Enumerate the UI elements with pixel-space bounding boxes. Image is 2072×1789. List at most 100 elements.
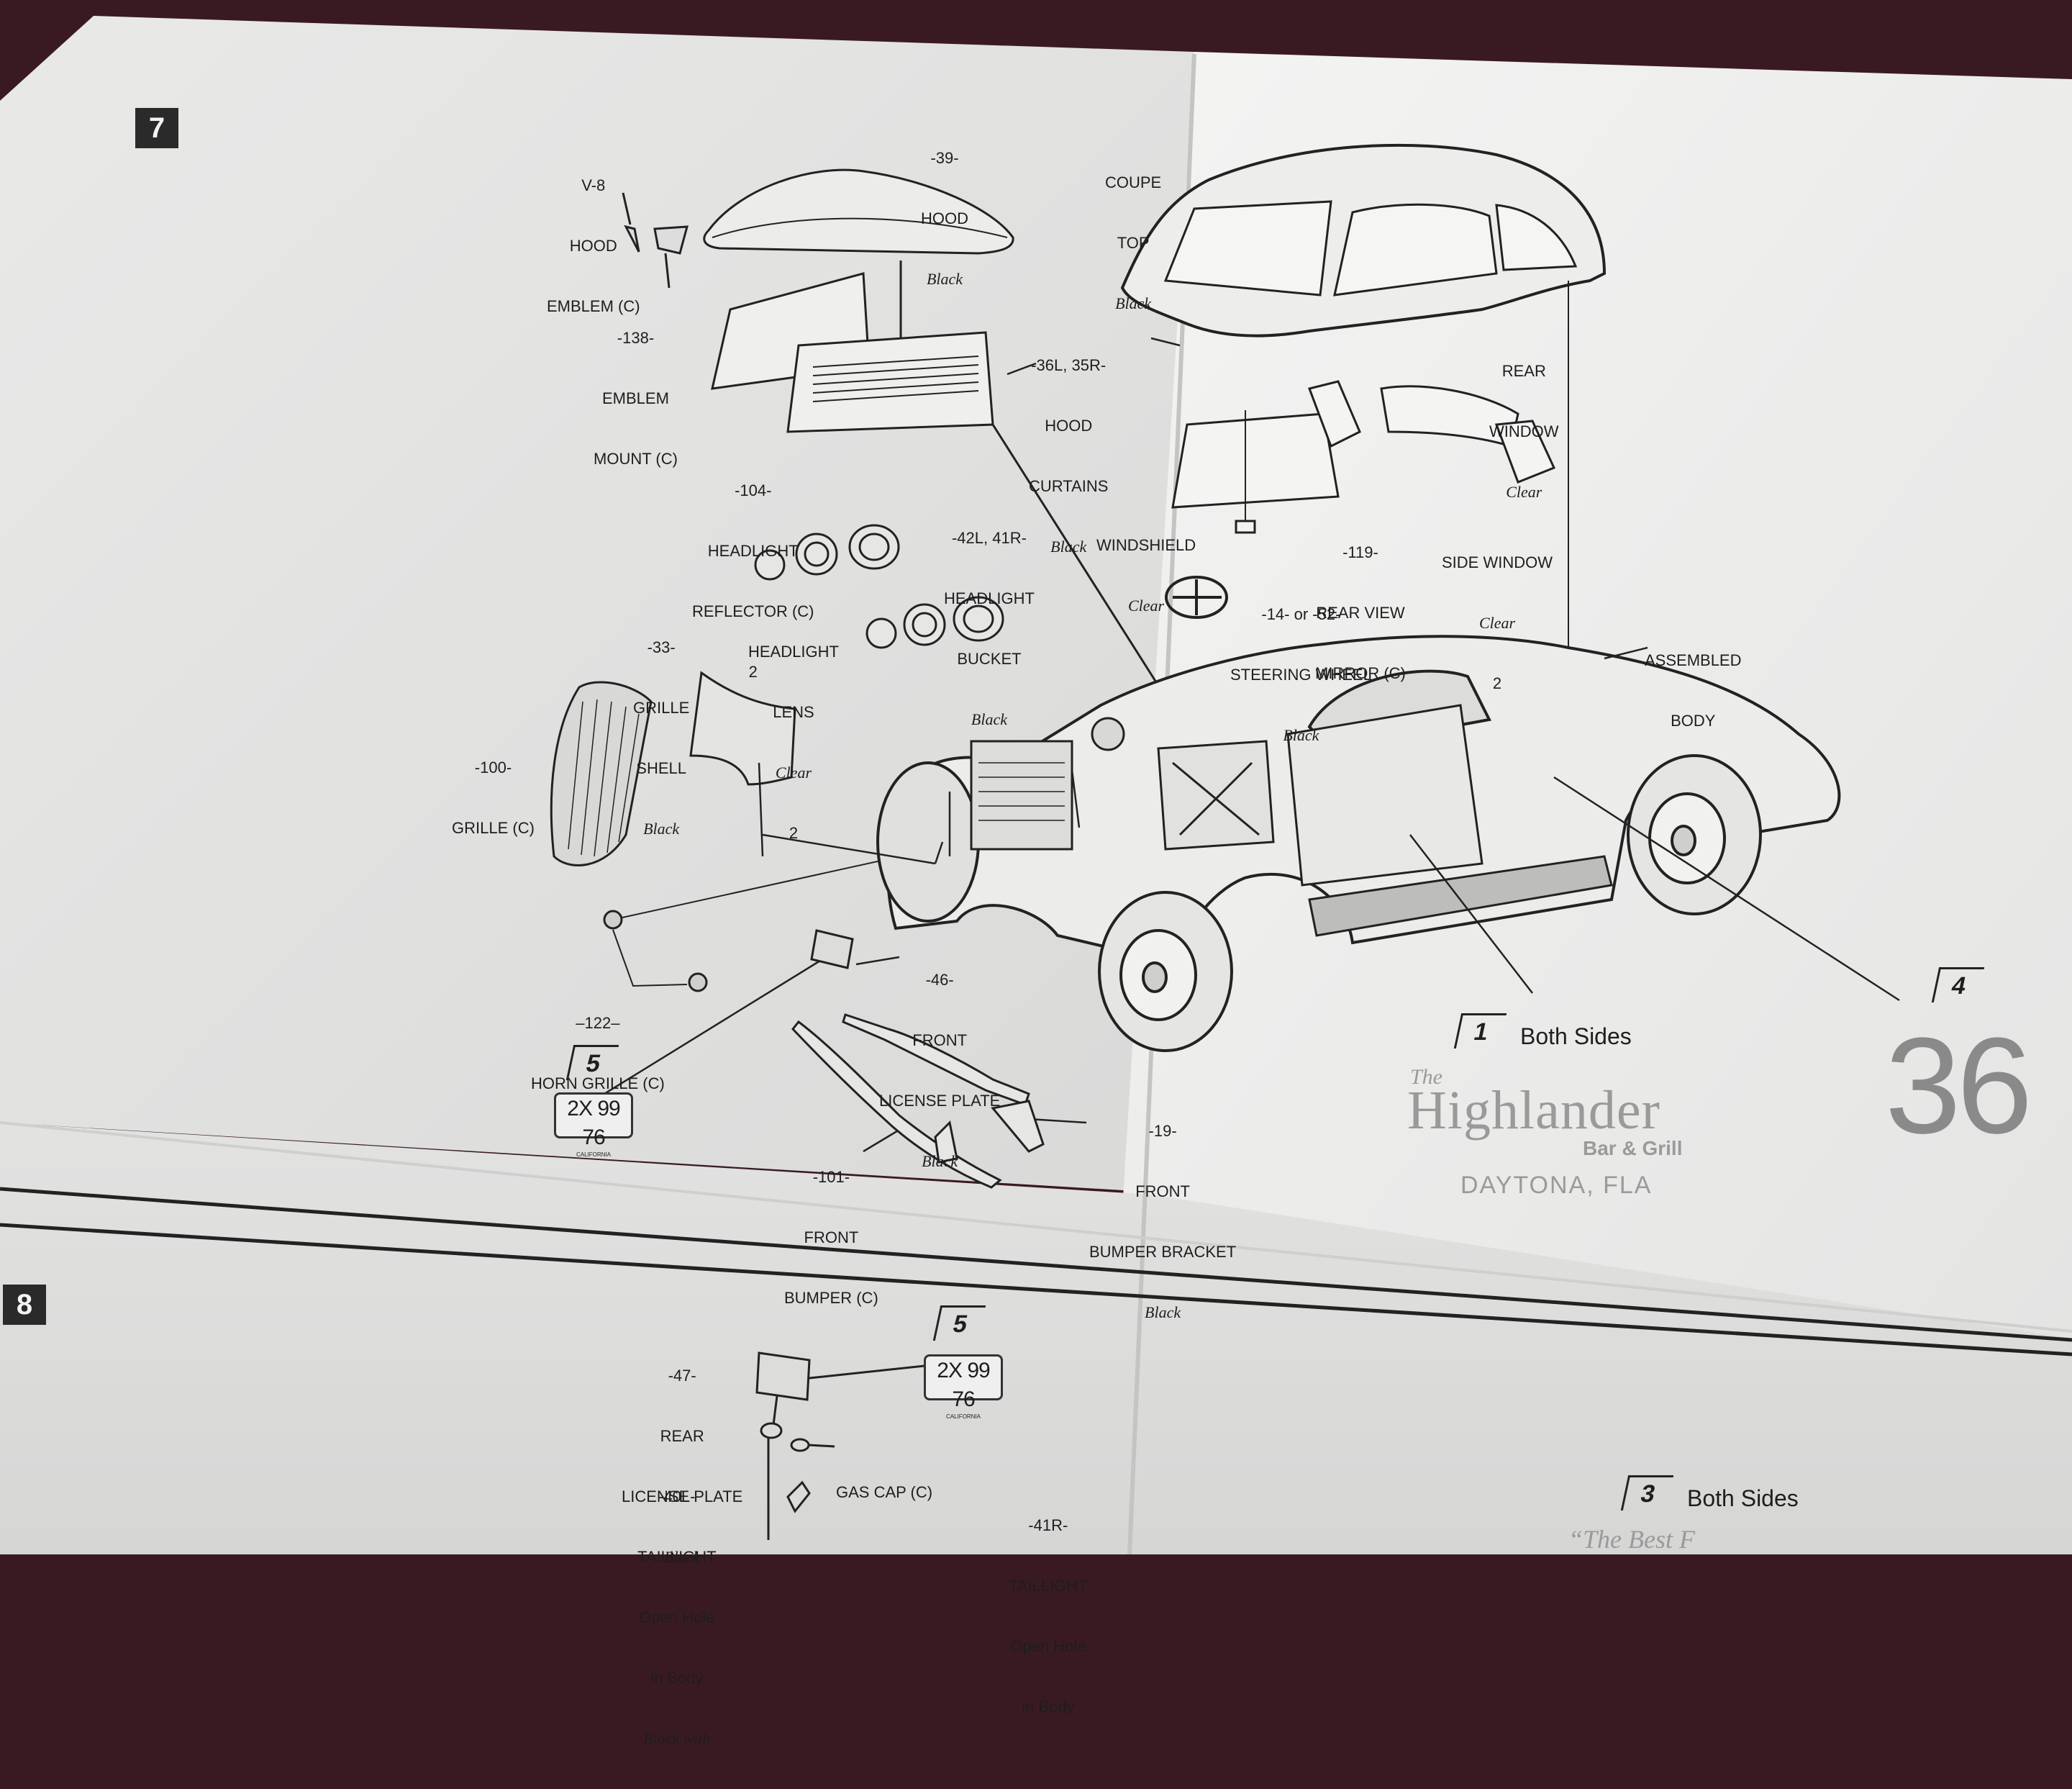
part-name: LICENSE PLATE bbox=[879, 1092, 1001, 1110]
part-color: Clear bbox=[1478, 614, 1516, 632]
grille-shell-drawing bbox=[689, 671, 796, 786]
label-headlight-reflector: -104- HEADLIGHT REFLECTOR (C) 2 bbox=[692, 440, 814, 723]
front-license-drawing bbox=[810, 929, 854, 969]
part-note: Open Hole bbox=[1010, 1637, 1086, 1655]
part-name: HEADLIGHT bbox=[944, 589, 1035, 607]
ref-number: 5 bbox=[565, 1045, 619, 1080]
part-name: REAR bbox=[1501, 362, 1546, 380]
part-note: Open Hole bbox=[639, 1608, 715, 1626]
hood-part-drawing bbox=[703, 168, 1014, 255]
part-color: Black bbox=[1283, 726, 1319, 744]
part-number: -119- bbox=[1342, 543, 1378, 561]
stamp-city: DAYTONA, FLA bbox=[1460, 1172, 1653, 1199]
label-line: EMBLEM (C) bbox=[547, 297, 640, 315]
label-line: HOOD bbox=[569, 237, 617, 255]
part-name: ASSEMBLED bbox=[1645, 651, 1742, 669]
steering-wheel-drawing bbox=[1165, 576, 1228, 619]
instruction-sheet-photo: 7 8 V-8 HOOD EMBLEM (C) -39- HOOD Black … bbox=[0, 16, 2072, 1747]
part-color: Black bbox=[1115, 294, 1152, 312]
label-side-window: SIDE WINDOW Clear 2 bbox=[1442, 512, 1553, 734]
part-number: -39- bbox=[930, 149, 959, 167]
step-number-badge: 8 bbox=[3, 1285, 46, 1325]
part-name: MIRROR (C) bbox=[1315, 664, 1406, 682]
part-name: HEADLIGHT bbox=[707, 542, 799, 560]
part-name: FRONT bbox=[804, 1228, 859, 1246]
part-name: REFLECTOR (C) bbox=[692, 602, 814, 620]
license-plate-decal: 2X 99 76 CALIFORNIA bbox=[554, 1092, 633, 1158]
part-color: Clear bbox=[1506, 483, 1542, 501]
part-number: -36L, 35R- bbox=[1031, 356, 1107, 374]
label-line: V-8 bbox=[581, 176, 606, 194]
part-color: Black bbox=[643, 820, 680, 838]
part-number: -46- bbox=[925, 971, 954, 989]
part-number: -42L, 41R- bbox=[951, 529, 1027, 547]
part-name: REAR bbox=[660, 1427, 704, 1445]
label-gas-cap: GAS CAP (C) bbox=[836, 1442, 932, 1543]
part-color: Black bbox=[1145, 1303, 1181, 1321]
part-number: -40L- bbox=[658, 1487, 696, 1505]
ref-side-note: Both Sides bbox=[1520, 1023, 1632, 1050]
section-divider bbox=[0, 1187, 2072, 1357]
ref-step-3: 3 Both Sides bbox=[1620, 1475, 1799, 1512]
hood-side-panels-drawing bbox=[711, 261, 1181, 720]
label-taillight-right: -41R- TAILLIGHT Open Hole in Body bbox=[1009, 1475, 1088, 1757]
label-taillight-left: -40L- TAILLIGHT Open Hole in Body Black … bbox=[637, 1446, 717, 1789]
emblem-part-drawing bbox=[622, 192, 689, 289]
part-name: TOP bbox=[1117, 234, 1150, 252]
label-assembled-body: ASSEMBLED BODY bbox=[1645, 610, 1742, 771]
stamp-brand: Highlander bbox=[1407, 1080, 1660, 1141]
part-name: MOUNT (C) bbox=[594, 450, 678, 468]
plate-number: 2X 99 76 bbox=[937, 1359, 990, 1411]
part-name: WINDOW bbox=[1489, 422, 1559, 440]
plate-state: CALIFORNIA bbox=[576, 1151, 611, 1158]
part-name: HOOD bbox=[921, 209, 968, 227]
part-name: LICENSE PLATE bbox=[622, 1487, 743, 1505]
part-name: GAS CAP (C) bbox=[836, 1483, 933, 1501]
label-hood-curtains: -36L, 35R- HOOD CURTAINS Black bbox=[1029, 315, 1108, 597]
label-front-bumper: -101- FRONT BUMPER (C) bbox=[784, 1127, 878, 1349]
label-hood: -39- HOOD Black bbox=[921, 108, 968, 330]
part-name: STEERING WHEEL bbox=[1230, 666, 1372, 684]
part-number: -33- bbox=[647, 638, 676, 656]
ref-number: 1 bbox=[1453, 1013, 1507, 1049]
part-name: TAILLIGHT bbox=[637, 1548, 717, 1566]
part-name: WINDSHIELD bbox=[1096, 536, 1196, 554]
part-name: REAR VIEW bbox=[1316, 604, 1405, 622]
part-name: LENS bbox=[773, 703, 814, 721]
part-note: in Body bbox=[650, 1669, 704, 1687]
ref-number: 3 bbox=[1620, 1475, 1674, 1511]
part-number: -41R- bbox=[1028, 1516, 1068, 1534]
stamp-the: The bbox=[1410, 1065, 1442, 1089]
part-name: HEADLIGHT bbox=[748, 643, 839, 661]
assembled-body-drawing bbox=[876, 635, 1841, 1052]
part-name: BUMPER (C) bbox=[784, 1289, 878, 1307]
part-name: FRONT bbox=[912, 1031, 968, 1049]
label-steering-wheel: -14- or -52- STEERING WHEEL Black bbox=[1230, 564, 1372, 786]
license-plate-decal: 2X 99 76 CALIFORNIA bbox=[924, 1354, 1003, 1420]
label-v8-hood-emblem: V-8 HOOD EMBLEM (C) bbox=[547, 135, 640, 357]
part-number: -14- or -52- bbox=[1261, 605, 1341, 623]
plate-number: 2X 99 76 bbox=[567, 1097, 620, 1149]
stamp-tagline: “The Best F bbox=[1568, 1525, 1695, 1554]
part-color: Black bbox=[926, 270, 963, 288]
stamp-subtitle: Bar & Grill bbox=[1583, 1137, 1683, 1159]
ref-step-1: 1 Both Sides bbox=[1453, 1013, 1632, 1050]
part-quantity: 2 bbox=[748, 663, 758, 681]
part-number: –122– bbox=[576, 1014, 620, 1032]
part-name: EMBLEM bbox=[602, 389, 669, 407]
label-horn-grille: –122– HORN GRILLE (C) bbox=[531, 973, 665, 1134]
part-name: HOOD bbox=[1045, 417, 1093, 435]
label-headlight-lens: HEADLIGHT LENS Clear 2 bbox=[748, 602, 839, 884]
windows-parts-drawing bbox=[1171, 281, 1569, 662]
part-name: BUCKET bbox=[957, 650, 1022, 668]
front-bumper-drawing bbox=[791, 1013, 1045, 1189]
ref-number: 4 bbox=[1931, 967, 1985, 1002]
part-number: -47- bbox=[668, 1367, 696, 1385]
part-number: -100- bbox=[474, 758, 512, 776]
part-quantity: 2 bbox=[789, 824, 799, 842]
part-name: SIDE WINDOW bbox=[1442, 553, 1553, 571]
ref-side-note: Both Sides bbox=[1687, 1485, 1799, 1512]
part-color: Black bbox=[922, 1152, 958, 1170]
coupe-top-drawing bbox=[1120, 143, 1607, 338]
part-name: TAILLIGHT bbox=[1009, 1577, 1088, 1595]
